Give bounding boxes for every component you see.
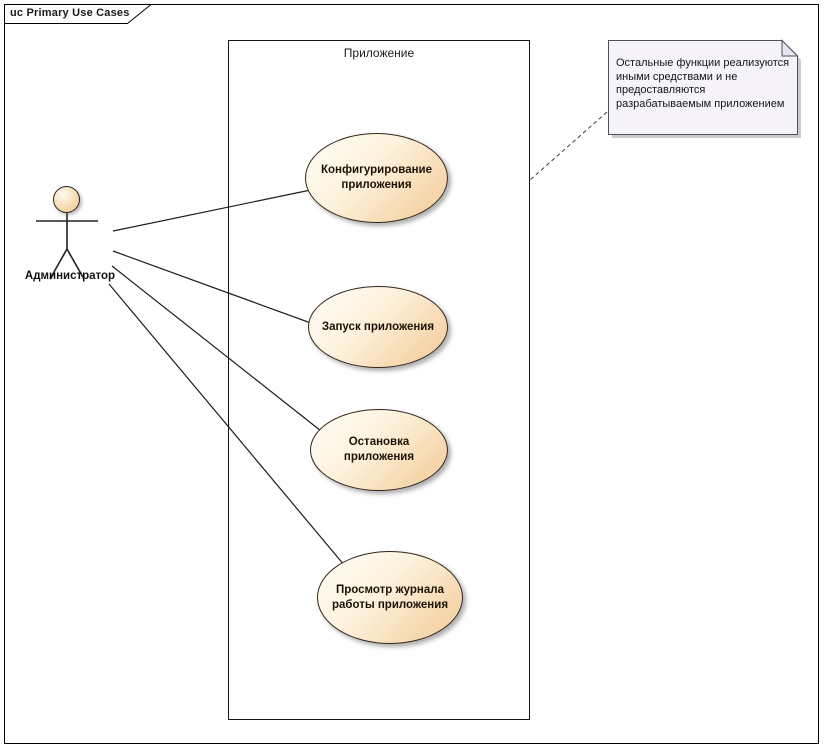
- usecase-view-application-log[interactable]: Просмотр журнала работы приложения: [317, 551, 463, 644]
- note-fold-corner-icon: [781, 39, 799, 57]
- note-text-line: разрабатываемым приложением: [616, 97, 785, 110]
- usecase-start-application[interactable]: Запуск приложения: [308, 286, 448, 368]
- usecase-label-line: приложения: [343, 451, 415, 463]
- usecase-label-line: работы приложения: [331, 598, 449, 611]
- usecase-label-line: приложения: [341, 179, 412, 191]
- actor-head[interactable]: [53, 186, 80, 213]
- note-text: Остальные функции реализуются иными сред…: [616, 57, 796, 111]
- note-shape[interactable]: [608, 40, 798, 135]
- frame-title: uc Primary Use Cases: [10, 7, 130, 19]
- note-anchor-dashed-line[interactable]: [529, 111, 608, 181]
- usecase-label-line: Конфигурирование: [320, 164, 433, 176]
- usecase-stop-application[interactable]: Остановка приложения: [310, 409, 448, 491]
- note-text-line: иными средствами и не: [616, 70, 738, 83]
- association-actor-viewlog[interactable]: [108, 283, 356, 579]
- usecase-label-line: Запуск приложения: [321, 320, 435, 333]
- association-actor-start[interactable]: [112, 250, 331, 331]
- actor-label: Администратор: [24, 270, 116, 282]
- usecase-configure-application[interactable]: Конфигурирование приложения: [305, 133, 448, 223]
- association-actor-stop[interactable]: [111, 265, 336, 443]
- frame-border: [4, 4, 819, 744]
- usecase-label-line: Просмотр журнала: [336, 583, 444, 596]
- association-actor-configure[interactable]: [112, 185, 331, 232]
- frame-tab: [4, 4, 153, 24]
- note-text-line: Остальные функции реализуются: [616, 57, 790, 69]
- system-boundary-label: Приложение: [343, 46, 415, 60]
- note-text-line: предоставляются: [616, 84, 706, 96]
- actor-figure[interactable]: [36, 213, 98, 280]
- usecase-label-line: Остановка: [348, 436, 410, 448]
